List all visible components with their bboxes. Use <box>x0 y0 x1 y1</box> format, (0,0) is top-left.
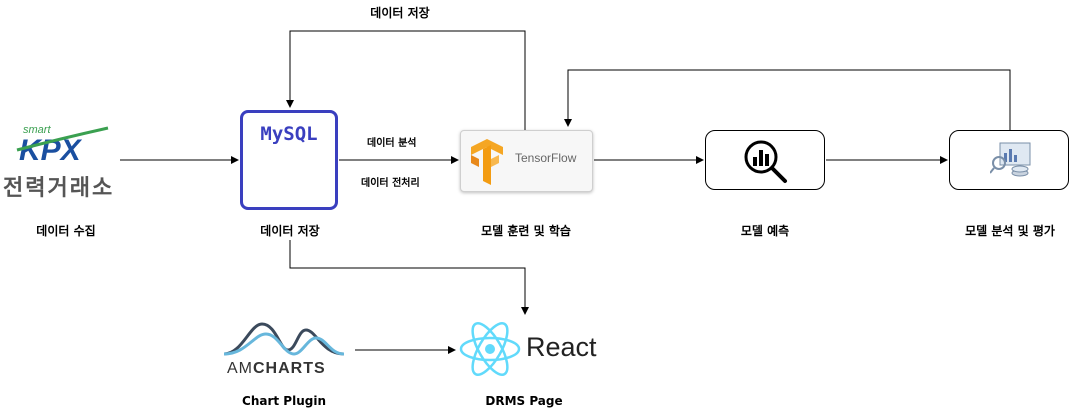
label-model-training: 모델 훈련 및 학습 <box>481 224 571 238</box>
kpx-main-text: KPX <box>19 134 83 167</box>
edge-label-analysis: 데이터 분석 <box>367 138 417 149</box>
label-model-evaluate: 모델 분석 및 평가 <box>965 224 1055 238</box>
react-logo-text: React <box>526 332 597 362</box>
predict-node <box>705 130 825 190</box>
tensorflow-logo-text: TensorFlow <box>515 151 577 165</box>
mysql-logo-text: MySQL <box>260 123 318 145</box>
edge-evaluate-tensorflow-loop <box>564 69 1011 130</box>
label-model-predict: 모델 예측 <box>740 224 790 238</box>
report-analysis-icon <box>990 142 1031 177</box>
kpx-mark-icon: smart KPX <box>16 124 109 167</box>
kpx-logo: smart KPX 전력거래소 <box>3 120 118 201</box>
react-logo: React <box>458 318 598 380</box>
edge-label-preprocess: 데이터 전처리 <box>361 178 420 189</box>
label-drms-page: DRMS Page <box>485 394 563 408</box>
analytics-search-icon <box>744 140 787 183</box>
react-atom-icon <box>459 322 521 376</box>
kpx-korean-text: 전력거래소 <box>3 176 115 201</box>
amcharts-logo-text: AMCHARTS <box>227 360 326 377</box>
label-data-storage: 데이터 저장 <box>260 224 320 238</box>
edge-label-top-save: 데이터 저장 <box>370 6 430 20</box>
tensorflow-logo-icon <box>471 139 503 185</box>
kpx-smart-text: smart <box>23 124 51 136</box>
mysql-node: MySQL <box>240 110 338 210</box>
tensorflow-node: TensorFlow <box>460 130 593 192</box>
edge-tensorflow-mysql-loop <box>286 30 526 130</box>
edge-mysql-react <box>289 240 529 315</box>
amcharts-logo: AMCHARTS <box>222 320 347 382</box>
amcharts-wave-icon <box>223 322 345 356</box>
label-data-collection: 데이터 수집 <box>36 224 96 238</box>
evaluate-node <box>949 130 1069 190</box>
label-chart-plugin: Chart Plugin <box>242 394 326 408</box>
